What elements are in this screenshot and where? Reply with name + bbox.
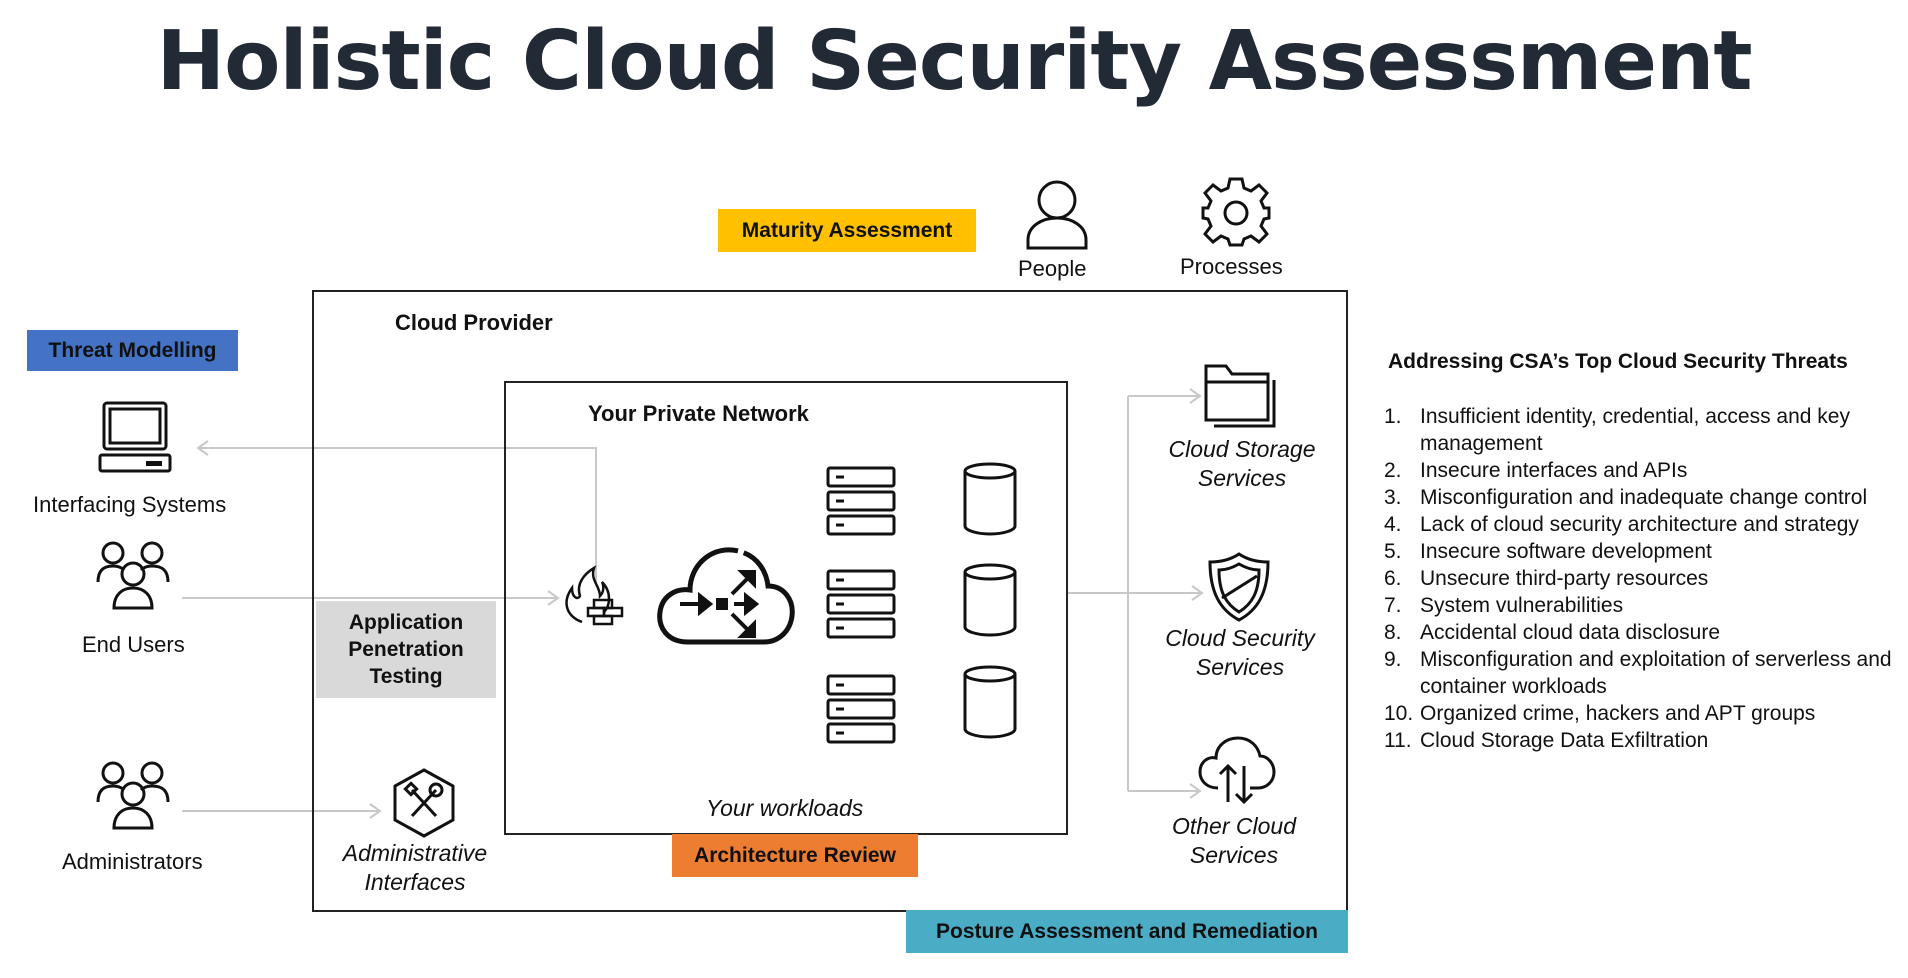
cloud-provider-label: Cloud Provider <box>395 310 553 335</box>
server-icon <box>826 466 896 536</box>
threat-item: 1. Insufficient identity, credential, acc… <box>1384 403 1904 457</box>
threat-text: Accidental cloud data disclosure <box>1420 621 1721 644</box>
threat-number: 2. <box>1384 459 1402 482</box>
admin-tools-icon <box>393 768 455 838</box>
administrators-label: Administrators <box>62 849 203 874</box>
database-icon <box>963 462 1017 536</box>
threat-text: Cloud Storage Data Exfiltration <box>1420 729 1709 752</box>
threat-text: Insufficient identity, credential, acces… <box>1420 405 1850 455</box>
database-icon <box>963 665 1017 739</box>
cloud-upload-download-icon <box>1198 736 1276 805</box>
people-label: People <box>1018 256 1087 281</box>
threat-item: 6. Unsecure third-party resources <box>1384 565 1904 592</box>
arrowhead-interfacing <box>196 440 209 456</box>
arrowhead-other <box>1189 783 1202 799</box>
cloud-provider-boundary <box>312 290 1348 912</box>
threat-modelling-tag: Threat Modelling <box>27 330 238 371</box>
threat-text: Insecure software development <box>1420 540 1712 563</box>
architecture-review-tag: Architecture Review <box>672 834 918 877</box>
threat-number: 7. <box>1384 594 1402 617</box>
threat-number: 8. <box>1384 621 1402 644</box>
person-icon <box>1026 180 1088 250</box>
threat-item: 10. Organized crime, hackers and APT grou… <box>1384 700 1904 727</box>
threat-item: 5. Insecure software development <box>1384 538 1904 565</box>
threats-heading: Addressing CSA’s Top Cloud Security Thre… <box>1388 350 1848 373</box>
connector-firewall-to-interfacing <box>198 447 597 582</box>
threats-list: 1. Insufficient identity, credential, acc… <box>1384 403 1904 754</box>
interfacing-systems-label: Interfacing Systems <box>33 492 227 517</box>
app-penetration-testing-tag: Application Penetration Testing <box>316 601 496 698</box>
folder-icon <box>1204 364 1276 428</box>
threat-item: 7. System vulnerabilities <box>1384 592 1904 619</box>
threat-item: 2. Insecure interfaces and APIs <box>1384 457 1904 484</box>
threat-item: 9. Misconfiguration and exploitation of s… <box>1384 646 1904 700</box>
other-cloud-services-label: Other Cloud Services <box>1171 813 1296 868</box>
cloud-storage-services-label: Cloud Storage Services <box>1168 436 1316 491</box>
threat-text: Unsecure third-party resources <box>1420 567 1709 590</box>
firewall-icon <box>565 565 624 626</box>
processes-label: Processes <box>1180 254 1283 279</box>
users-group-icon <box>96 541 170 610</box>
computer-icon <box>98 401 172 473</box>
workloads-label: Your workloads <box>706 795 864 821</box>
server-icon <box>826 569 896 639</box>
threat-number: 10. <box>1384 702 1414 725</box>
private-network-label: Your Private Network <box>588 401 809 426</box>
arrowhead-firewall <box>547 590 560 606</box>
threat-text: Misconfiguration and inadequate change c… <box>1420 486 1868 509</box>
threat-item: 4. Lack of cloud security architecture an… <box>1384 511 1904 538</box>
threat-text: Misconfiguration and exploitation of ser… <box>1420 648 1892 698</box>
arrowhead-security <box>1191 585 1204 601</box>
threat-text: Organized crime, hackers and APT groups <box>1420 702 1816 725</box>
posture-assessment-tag: Posture Assessment and Remediation <box>906 910 1348 953</box>
shield-icon <box>1208 552 1270 622</box>
threat-item: 3. Misconfiguration and inadequate change… <box>1384 484 1904 511</box>
threat-number: 5. <box>1384 540 1402 563</box>
arrowhead-admin-interfaces <box>369 803 382 819</box>
end-users-label: End Users <box>82 632 185 657</box>
maturity-assessment-tag: Maturity Assessment <box>718 209 976 252</box>
threat-text: Lack of cloud security architecture and … <box>1420 513 1859 536</box>
admin-interfaces-label: Administrative Interfaces <box>342 840 488 895</box>
admins-group-icon <box>96 761 170 830</box>
threat-item: 8. Accidental cloud data disclosure <box>1384 619 1904 646</box>
cloud-security-services-label: Cloud Security Services <box>1165 625 1315 680</box>
database-icon <box>963 563 1017 637</box>
threat-number: 9. <box>1384 648 1402 671</box>
threat-number: 6. <box>1384 567 1402 590</box>
threat-item: 11. Cloud Storage Data Exfiltration <box>1384 727 1904 754</box>
gear-icon <box>1201 177 1271 247</box>
threat-number: 11. <box>1384 729 1412 752</box>
threat-number: 1. <box>1384 405 1402 428</box>
threat-text: Insecure interfaces and APIs <box>1420 459 1688 482</box>
server-icon <box>826 674 896 744</box>
threat-number: 4. <box>1384 513 1402 536</box>
threat-text: System vulnerabilities <box>1420 594 1624 617</box>
threat-number: 3. <box>1384 486 1402 509</box>
diagram-title: Holistic Cloud Security Assessment <box>156 14 1752 109</box>
arrowhead-storage <box>1189 388 1202 404</box>
cloud-router-icon <box>657 547 795 645</box>
